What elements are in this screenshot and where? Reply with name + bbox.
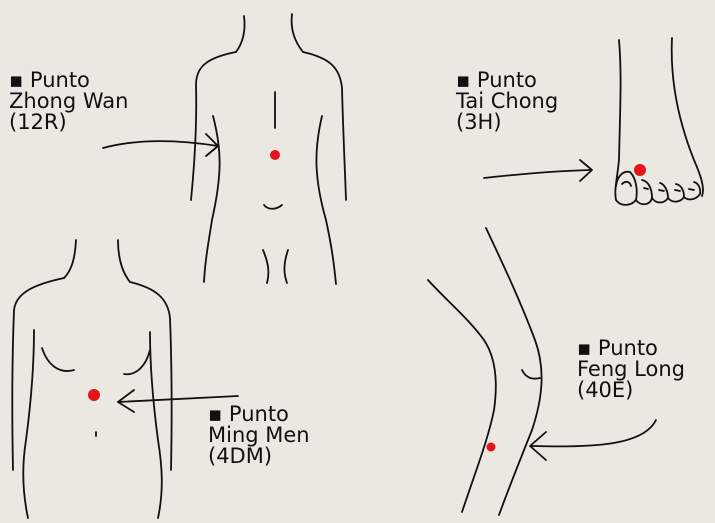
label-feng-long-line3: (40E) — [577, 380, 685, 401]
label-ming-men-line3: (4DM) — [208, 446, 310, 467]
foot-nail-3 — [659, 190, 664, 191]
leg-kneecap — [522, 370, 540, 379]
front-breast-left — [42, 348, 74, 371]
point-zhong-wan — [270, 150, 280, 160]
foot-nail-5 — [689, 189, 694, 190]
point-feng-long — [487, 443, 496, 452]
front-neck-left — [64, 240, 76, 278]
foot-toe-2 — [636, 180, 652, 204]
foot-toe-big — [616, 172, 637, 205]
label-tai-chong-line2: Tai Chong — [456, 91, 558, 112]
back-shoulder-right — [303, 52, 346, 200]
back-torso-right — [316, 116, 336, 284]
label-ming-men-line2: Ming Men — [208, 425, 310, 446]
back-shoulder-left — [191, 52, 236, 200]
label-tai-chong-line3: (3H) — [456, 112, 558, 133]
label-ming-men: ▪ Punto Ming Men (4DM) — [208, 404, 310, 467]
label-feng-long-line2: Feng Long — [577, 359, 685, 380]
label-zhong-wan-line1: ▪ Punto — [9, 70, 128, 91]
back-cleft-right — [284, 250, 288, 283]
point-ming-men — [88, 389, 100, 401]
label-feng-long: ▪ Punto Feng Long (40E) — [577, 338, 685, 401]
front-shoulder-left — [12, 278, 64, 470]
label-tai-chong: ▪ Punto Tai Chong (3H) — [456, 70, 558, 133]
foot-nail-2 — [644, 188, 648, 189]
point-tai-chong — [634, 164, 646, 176]
foot-nail-1 — [622, 182, 631, 186]
label-tai-chong-line1: ▪ Punto — [456, 70, 558, 91]
foot-figure — [615, 38, 703, 205]
back-dimple — [264, 205, 282, 209]
leg-outer-upper — [428, 280, 496, 512]
arrow-zhong-wan-shaft — [103, 141, 218, 148]
back-neck-left — [236, 16, 245, 52]
arrow-tai-chong-shaft — [484, 170, 590, 178]
arrows — [103, 134, 656, 460]
label-zhong-wan-line3: (12R) — [9, 112, 128, 133]
label-zhong-wan-line2: Zhong Wan — [9, 91, 128, 112]
front-neck-right — [118, 240, 130, 282]
label-ming-men-line1: ▪ Punto — [208, 404, 310, 425]
label-zhong-wan: ▪ Punto Zhong Wan (12R) — [9, 70, 128, 133]
foot-right-edge — [672, 38, 703, 196]
back-neck-right — [292, 14, 303, 52]
foot-toe-4 — [668, 184, 684, 202]
foot-toe-3 — [652, 183, 668, 203]
label-feng-long-line1: ▪ Punto — [577, 338, 685, 359]
front-figure — [12, 240, 171, 518]
arrow-feng-long-shaft — [532, 420, 656, 446]
front-breast-right — [124, 350, 150, 374]
front-arm-inner-left — [23, 330, 34, 518]
back-cleft-left — [263, 250, 268, 283]
foot-nail-4 — [675, 190, 680, 191]
front-arm-inner-right — [150, 332, 162, 518]
foot-toe-5 — [684, 182, 700, 199]
leg-figure — [428, 228, 542, 515]
